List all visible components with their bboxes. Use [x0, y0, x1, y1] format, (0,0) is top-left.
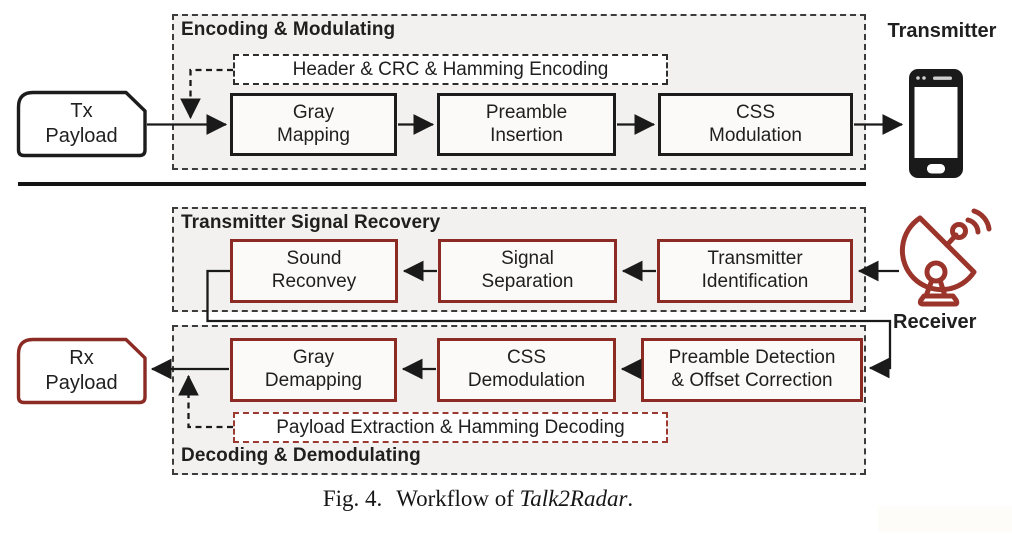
tx-payload-outline	[16, 90, 147, 158]
signal-separation-box: Signal Separation	[438, 239, 617, 303]
rx-payload-label: Rx Payload	[45, 347, 118, 394]
preamble-insertion-box: Preamble Insertion	[437, 93, 616, 156]
gray-demapping-box: Gray Demapping	[230, 338, 397, 402]
header-crc-hamming-box: Header & CRC & Hamming Encoding	[233, 54, 668, 85]
figure-caption: Fig. 4. Workflow of Talk2Radar.	[0, 486, 956, 512]
css-demodulation-box: CSS Demodulation	[437, 338, 616, 402]
artifact-rectangle	[878, 506, 1012, 532]
smartphone-icon	[909, 69, 963, 178]
transmitter-label: Transmitter	[887, 20, 997, 42]
rx-payload-shape: Rx Payload	[16, 337, 147, 405]
payload-extraction-label: Payload Extraction & Hamming Decoding	[276, 416, 625, 438]
tx-payload-label: Tx Payload	[45, 100, 118, 147]
receiver-label: Receiver	[893, 311, 977, 333]
payload-extraction-box: Payload Extraction & Hamming Decoding	[233, 412, 668, 443]
gray-mapping-box: Gray Mapping	[230, 93, 397, 156]
encoding-modulating-label: Encoding & Modulating	[181, 19, 396, 40]
caption-fig-number: Fig. 4.	[322, 486, 383, 511]
signal-recovery-label: Transmitter Signal Recovery	[181, 212, 441, 233]
decoding-demodulating-label: Decoding & Demodulating	[181, 445, 421, 466]
caption-system-name: Talk2Radar	[519, 486, 628, 511]
sound-reconvey-box: Sound Reconvey	[230, 239, 398, 303]
tx-payload-shape: Tx Payload	[16, 90, 147, 158]
caption-period: .	[627, 486, 634, 511]
transmitter-identification-box: Transmitter Identification	[657, 239, 853, 303]
caption-body: Workflow of	[396, 486, 514, 511]
css-modulation-box: CSS Modulation	[658, 93, 853, 156]
rx-payload-outline	[16, 337, 147, 405]
preamble-detection-box: Preamble Detection & Offset Correction	[641, 338, 863, 402]
radar-dish-icon	[899, 208, 992, 307]
header-crc-hamming-label: Header & CRC & Hamming Encoding	[292, 58, 609, 80]
section-divider	[18, 182, 866, 186]
